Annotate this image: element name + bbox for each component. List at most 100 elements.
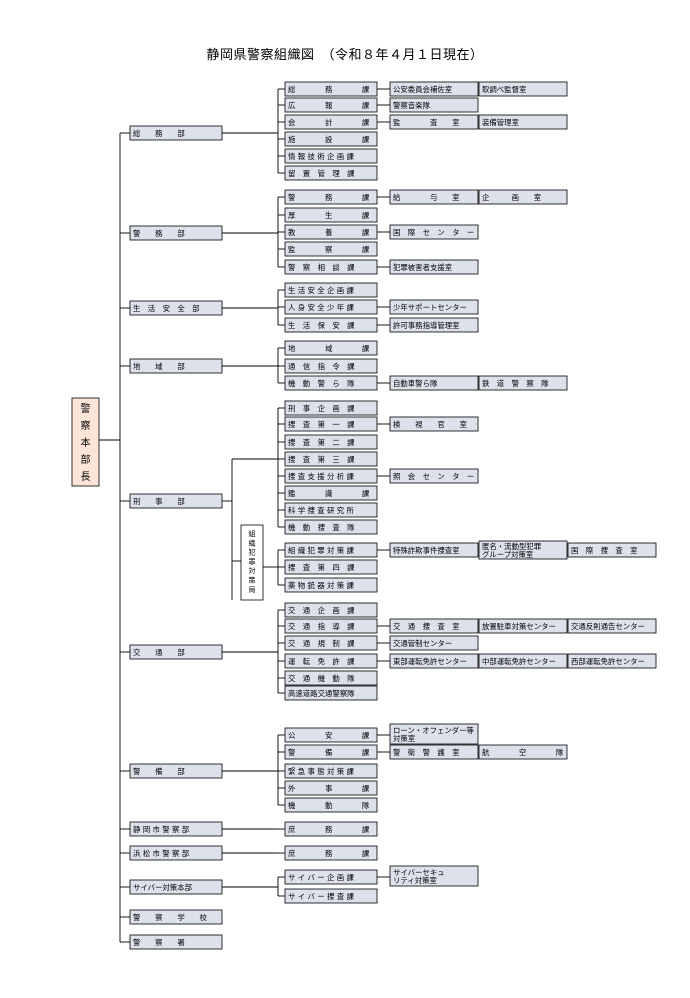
bureau-box-frame bbox=[240, 524, 264, 601]
dept-box-label: サイバー対策本部 bbox=[133, 883, 192, 892]
sub-box-label: 警 衛 警 護 室 bbox=[393, 748, 460, 757]
section-box-label: 捜 査 第 一 課 bbox=[288, 420, 355, 429]
section-box-frame bbox=[284, 845, 378, 861]
dept-box-label: 警 察 署 bbox=[133, 938, 185, 947]
section-box-frame bbox=[284, 670, 378, 686]
sub-box-label: 企 画 室 bbox=[482, 193, 541, 202]
section-box: 庶 務 課 bbox=[284, 821, 378, 837]
sub-box-frame bbox=[389, 114, 479, 130]
sub-box: 監 査 室 bbox=[389, 114, 479, 130]
sub-box: サイバーセキュリティ対策室 bbox=[389, 865, 479, 887]
section-box-label: 捜 査 支 援 分 析 課 bbox=[288, 472, 354, 481]
sub-box: 交通管制センター bbox=[389, 635, 479, 651]
section-box-frame bbox=[284, 519, 378, 535]
sub-box: 特殊詐欺事件捜査室 bbox=[389, 542, 479, 558]
sub-box-label: 監 査 室 bbox=[393, 118, 460, 127]
sub-box-label: 自動車警ら隊 bbox=[393, 379, 438, 388]
sub-box-frame bbox=[389, 865, 479, 887]
sub-box-frame bbox=[567, 618, 657, 634]
section-box-label: 交 通 指 導 課 bbox=[288, 622, 355, 631]
section-box-label: 人 身 安 全 少 年 課 bbox=[288, 303, 354, 312]
sub-box-frame bbox=[478, 618, 568, 634]
section-box-label: 生 活 保 安 課 bbox=[288, 321, 355, 330]
section-box-frame bbox=[284, 559, 378, 575]
sub-box-label: 中部運転免許センター bbox=[482, 657, 556, 666]
dept-box-label: 地 域 部 bbox=[133, 362, 185, 371]
section-box-label: 運 転 免 許 課 bbox=[288, 657, 355, 666]
section-box-frame bbox=[284, 165, 378, 181]
section-box: 運 転 免 許 課 bbox=[284, 653, 378, 669]
chief-box: 警察本部長 bbox=[71, 397, 100, 487]
section-box-label: 機 動 警 ら 隊 bbox=[288, 379, 355, 388]
section-box-frame bbox=[284, 602, 378, 618]
sub-box-label: 国 際 セ ン タ ー bbox=[393, 228, 474, 237]
section-box-frame bbox=[284, 340, 378, 356]
section-box-label: 機 動 捜 査 隊 bbox=[288, 523, 355, 532]
sub-box-label: サイバーセキュリティ対策室 bbox=[393, 868, 445, 885]
dept-box: 総 務 部 bbox=[129, 125, 223, 141]
dept-box: 静 岡 市 警 察 部 bbox=[129, 821, 223, 837]
section-box-label: 科 学 捜 査 研 究 所 bbox=[288, 506, 354, 515]
sub-box-label: 交通反則通告センター bbox=[571, 622, 645, 631]
section-box: 地 域 課 bbox=[284, 340, 378, 356]
section-box-label: 警 備 課 bbox=[288, 748, 370, 757]
section-box-frame bbox=[284, 131, 378, 147]
sub-box: 自動車警ら隊 bbox=[389, 375, 479, 391]
sub-box: 交通反則通告センター bbox=[567, 618, 657, 634]
dept-box: 地 域 部 bbox=[129, 358, 223, 374]
section-box-label: 厚 生 課 bbox=[288, 211, 370, 220]
sub-box-label: 特殊詐欺事件捜査室 bbox=[393, 546, 460, 555]
section-box: 捜 査 第 一 課 bbox=[284, 416, 378, 432]
sub-box-frame bbox=[389, 618, 479, 634]
section-box: 交 通 指 導 課 bbox=[284, 618, 378, 634]
dept-box: 刑 事 部 bbox=[129, 493, 223, 509]
sub-box-frame bbox=[389, 542, 479, 558]
section-box-frame bbox=[284, 780, 378, 796]
sub-box-frame bbox=[389, 97, 479, 113]
section-box: 鑑 識 課 bbox=[284, 485, 378, 501]
sub-box: 警 衛 警 護 室 bbox=[389, 744, 479, 760]
section-box-label: 生 活 安 全 企 画 課 bbox=[288, 286, 354, 295]
sub-box-frame bbox=[389, 635, 479, 651]
section-box: 機 動 隊 bbox=[284, 797, 378, 813]
section-box-label: 地 域 課 bbox=[288, 344, 370, 353]
section-box-label: 捜 査 第 三 課 bbox=[288, 455, 355, 464]
sub-box-label: 許可事務指導管理室 bbox=[393, 321, 460, 330]
dept-box-label: 刑 事 部 bbox=[133, 497, 185, 506]
sub-box: 企 画 室 bbox=[478, 189, 568, 205]
sub-box: 照 会 セ ン タ ー bbox=[389, 468, 479, 484]
section-box-label: 交 通 規 制 課 bbox=[288, 639, 355, 648]
sub-box-label: 警察音楽隊 bbox=[393, 101, 431, 110]
dept-box-label: 生 活 安 全 部 bbox=[133, 304, 200, 313]
chief-box-frame bbox=[71, 397, 100, 487]
section-box-label: 警 務 課 bbox=[288, 193, 370, 202]
sub-box-label: 交通管制センター bbox=[393, 639, 452, 648]
section-box-label: サ イ バ ー 企 画 課 bbox=[288, 873, 354, 882]
sub-box: 鉄 道 警 察 隊 bbox=[478, 375, 568, 391]
section-box: 交 通 規 制 課 bbox=[284, 635, 378, 651]
sub-box-frame bbox=[478, 375, 568, 391]
sub-box: 匿名・流動型犯罪グループ対策室 bbox=[478, 540, 568, 560]
section-box: 警 察 相 談 課 bbox=[284, 259, 378, 275]
sub-box-label: 犯罪被害者支援室 bbox=[393, 263, 452, 272]
sub-box-label: 少年サポートセンター bbox=[393, 303, 467, 312]
section-box-label: 留 置 管 理 課 bbox=[288, 169, 355, 178]
section-box: 会 計 課 bbox=[284, 114, 378, 130]
bureau-label: 組織犯罪対策局 bbox=[249, 529, 256, 594]
section-box-frame bbox=[284, 577, 378, 593]
sub-box-frame bbox=[567, 542, 657, 558]
section-box-frame bbox=[284, 358, 378, 374]
dept-box: 警 察 学 校 bbox=[129, 909, 223, 925]
page-title: 静岡県警察組織図 （令和８年４月１日現在） bbox=[206, 48, 484, 63]
sub-box: 警察音楽隊 bbox=[389, 97, 479, 113]
sub-box: ローン・オフェンダー等対策室 bbox=[389, 723, 479, 745]
section-box-frame bbox=[284, 148, 378, 164]
section-box-frame bbox=[284, 434, 378, 450]
sub-box-frame bbox=[478, 744, 568, 760]
dept-box-frame bbox=[129, 909, 223, 925]
section-box-frame bbox=[284, 685, 378, 701]
section-box: 機 動 捜 査 隊 bbox=[284, 519, 378, 535]
section-box-label: 交 通 企 画 課 bbox=[288, 606, 355, 615]
section-box-label: 鑑 識 課 bbox=[288, 489, 370, 498]
